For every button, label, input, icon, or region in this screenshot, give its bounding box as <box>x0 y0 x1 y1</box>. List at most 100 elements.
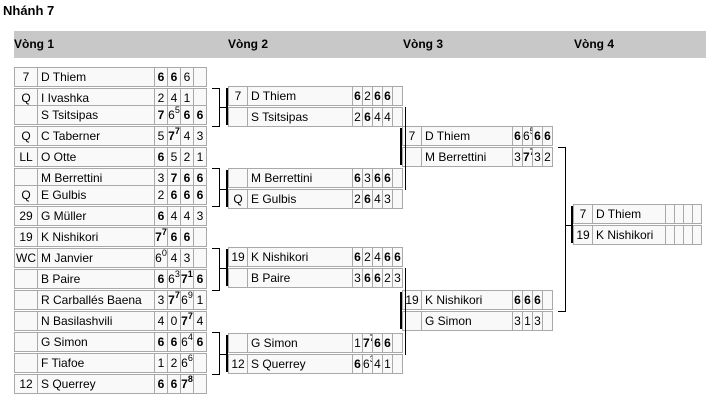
set-games: 6 <box>181 335 188 349</box>
player-name[interactable]: G Simon <box>247 333 353 353</box>
set-games: 3 <box>354 271 361 285</box>
set-games: 7 <box>168 129 175 143</box>
set-games: 1 <box>196 150 204 164</box>
player-name[interactable]: E Gulbis <box>37 185 155 205</box>
set-score: 4 <box>154 311 168 331</box>
set-games: 3 <box>384 192 391 206</box>
player-name[interactable]: M Berrettini <box>421 147 513 167</box>
player-name[interactable]: C Taberner <box>37 126 155 146</box>
player-name[interactable]: M Berrettini <box>247 168 353 188</box>
set-games: 6 <box>364 110 371 124</box>
set-games: 6 <box>523 129 530 143</box>
tiebreak-score: 5 <box>174 105 180 115</box>
set-games: 2 <box>364 250 371 264</box>
set-games: 6 <box>354 250 361 264</box>
player-name[interactable]: K Nishikori <box>421 290 513 310</box>
seed-cell <box>14 269 38 289</box>
set-score <box>193 67 207 87</box>
set-score: 66 <box>180 353 194 373</box>
player-name[interactable]: S Querrey <box>247 354 353 374</box>
set-score <box>193 227 207 247</box>
set-games: 7 <box>168 293 175 307</box>
set-score: 6 <box>167 185 181 205</box>
player-name[interactable]: S Tsitsipas <box>247 107 353 127</box>
set-games: 6 <box>514 293 521 307</box>
player-name[interactable]: K Nishikori <box>592 225 666 245</box>
bracket-connector <box>405 268 406 355</box>
set-score: 6 <box>167 227 181 247</box>
bracket-connector <box>571 206 573 243</box>
set-score: 2 <box>180 147 194 167</box>
player-name[interactable]: B Paire <box>37 269 155 289</box>
player-name[interactable]: G Müller <box>37 206 155 226</box>
player-name[interactable]: K Nishikori <box>37 227 155 247</box>
player-name[interactable]: S Querrey <box>37 374 155 394</box>
player-name[interactable]: B Paire <box>247 268 353 288</box>
set-games: 4 <box>374 357 381 371</box>
bracket-connector <box>226 170 228 207</box>
bracket-connector <box>212 374 219 375</box>
set-score: 2 <box>542 147 553 167</box>
set-games: 6 <box>196 108 204 122</box>
set-score: 6 <box>180 227 194 247</box>
set-games: 7 <box>155 230 162 244</box>
player-name[interactable]: O Otte <box>37 147 155 167</box>
set-games: 4 <box>374 110 381 124</box>
set-games: 6 <box>374 89 381 103</box>
set-score: 3 <box>180 248 194 268</box>
set-games: 4 <box>374 250 381 264</box>
player-name[interactable]: E Gulbis <box>247 189 353 209</box>
tiebreak-score: 9 <box>187 290 193 300</box>
set-score <box>542 290 553 310</box>
set-score: 6 <box>154 147 168 167</box>
seed-cell <box>228 107 248 127</box>
player-name[interactable]: D Thiem <box>592 204 666 224</box>
set-score: 6 <box>193 185 207 205</box>
set-games: 3 <box>394 271 401 285</box>
set-score: 60 <box>154 248 168 268</box>
set-games: 3 <box>196 129 204 143</box>
set-games: 6 <box>183 188 191 202</box>
player-name[interactable]: R Carballés Baena <box>37 290 155 310</box>
set-games: 6 <box>384 171 391 185</box>
player-name[interactable]: G Simon <box>37 332 155 352</box>
player-name[interactable]: D Thiem <box>37 67 155 87</box>
bracket-connector <box>226 249 228 286</box>
set-games: 2 <box>157 188 165 202</box>
set-games: 6 <box>157 335 165 349</box>
set-games: 2 <box>384 271 391 285</box>
player-name[interactable]: F Tiafoe <box>37 353 155 373</box>
player-name[interactable]: G Simon <box>421 311 513 331</box>
player-name[interactable]: M Janvier <box>37 248 155 268</box>
set-games: 6 <box>384 336 391 350</box>
player-name[interactable]: K Nishikori <box>247 247 353 267</box>
set-games: 6 <box>196 171 204 185</box>
tiebreak-score: 7 <box>161 227 167 237</box>
player-name[interactable]: D Thiem <box>247 86 353 106</box>
set-score: 3 <box>154 290 168 310</box>
set-games: 2 <box>544 150 551 164</box>
set-games: 3 <box>514 314 521 328</box>
set-score: 1 <box>193 147 207 167</box>
player-name[interactable]: D Thiem <box>421 126 513 146</box>
set-games: 6 <box>363 357 370 371</box>
set-score: 3 <box>193 126 207 146</box>
bracket-connector <box>212 126 219 127</box>
set-score: 6 <box>180 105 194 125</box>
set-games: 2 <box>183 150 191 164</box>
set-games: 6 <box>168 108 175 122</box>
set-games: 3 <box>196 209 204 223</box>
player-name[interactable]: N Basilashvili <box>37 311 155 331</box>
player-name[interactable]: S Tsitsipas <box>37 105 155 125</box>
